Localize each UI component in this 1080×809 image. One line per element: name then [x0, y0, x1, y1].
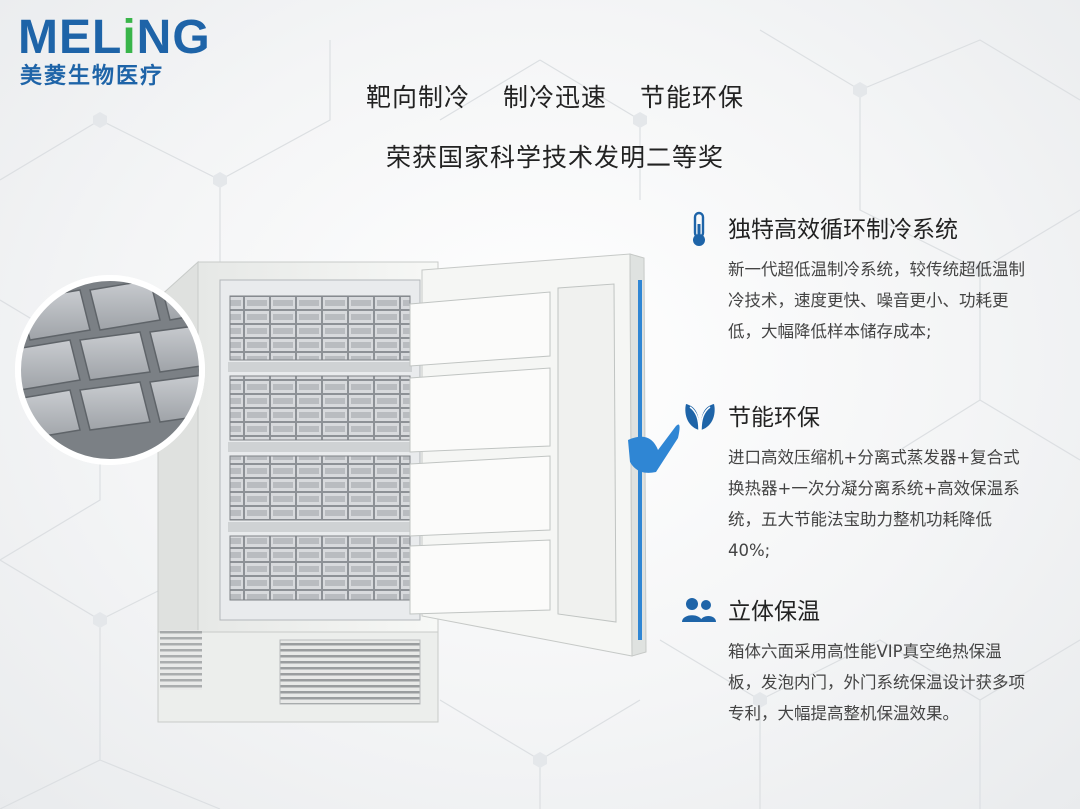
headline-award: 荣获国家科学技术发明二等奖 [385, 143, 724, 172]
users-icon [682, 598, 716, 622]
freezer-illustration [15, 253, 680, 723]
headline-slogan: 靶向制冷 制冷迅速 节能环保 [366, 83, 744, 112]
logo-wordmark: MELiNG [18, 11, 211, 64]
feature-title: 节能环保 [728, 405, 820, 431]
thermometer-icon [693, 211, 705, 246]
logo-chinese-name: 美菱生物医疗 [20, 64, 165, 89]
feature-title: 立体保温 [728, 599, 820, 625]
leaf-icon [685, 404, 715, 431]
feature-description: 箱体六面采用高性能VIP真空绝热保温板，发泡内门，外门系统保温设计获多项专利，大… [728, 642, 1025, 723]
feature-description: 新一代超低温制冷系统，较传统超低温制冷技术，速度更快、噪音更小、功耗更低，大幅降… [728, 260, 1025, 341]
feature-description: 进口高效压缩机+分离式蒸发器+复合式换热器+一次分凝分离系统+高效保温系统，五大… [728, 448, 1020, 560]
storage-racks [228, 295, 412, 601]
door-handle [628, 424, 680, 473]
brand-logo: MELiNG 美菱生物医疗 [18, 14, 210, 94]
feature-title: 独特高效循环制冷系统 [728, 217, 958, 243]
